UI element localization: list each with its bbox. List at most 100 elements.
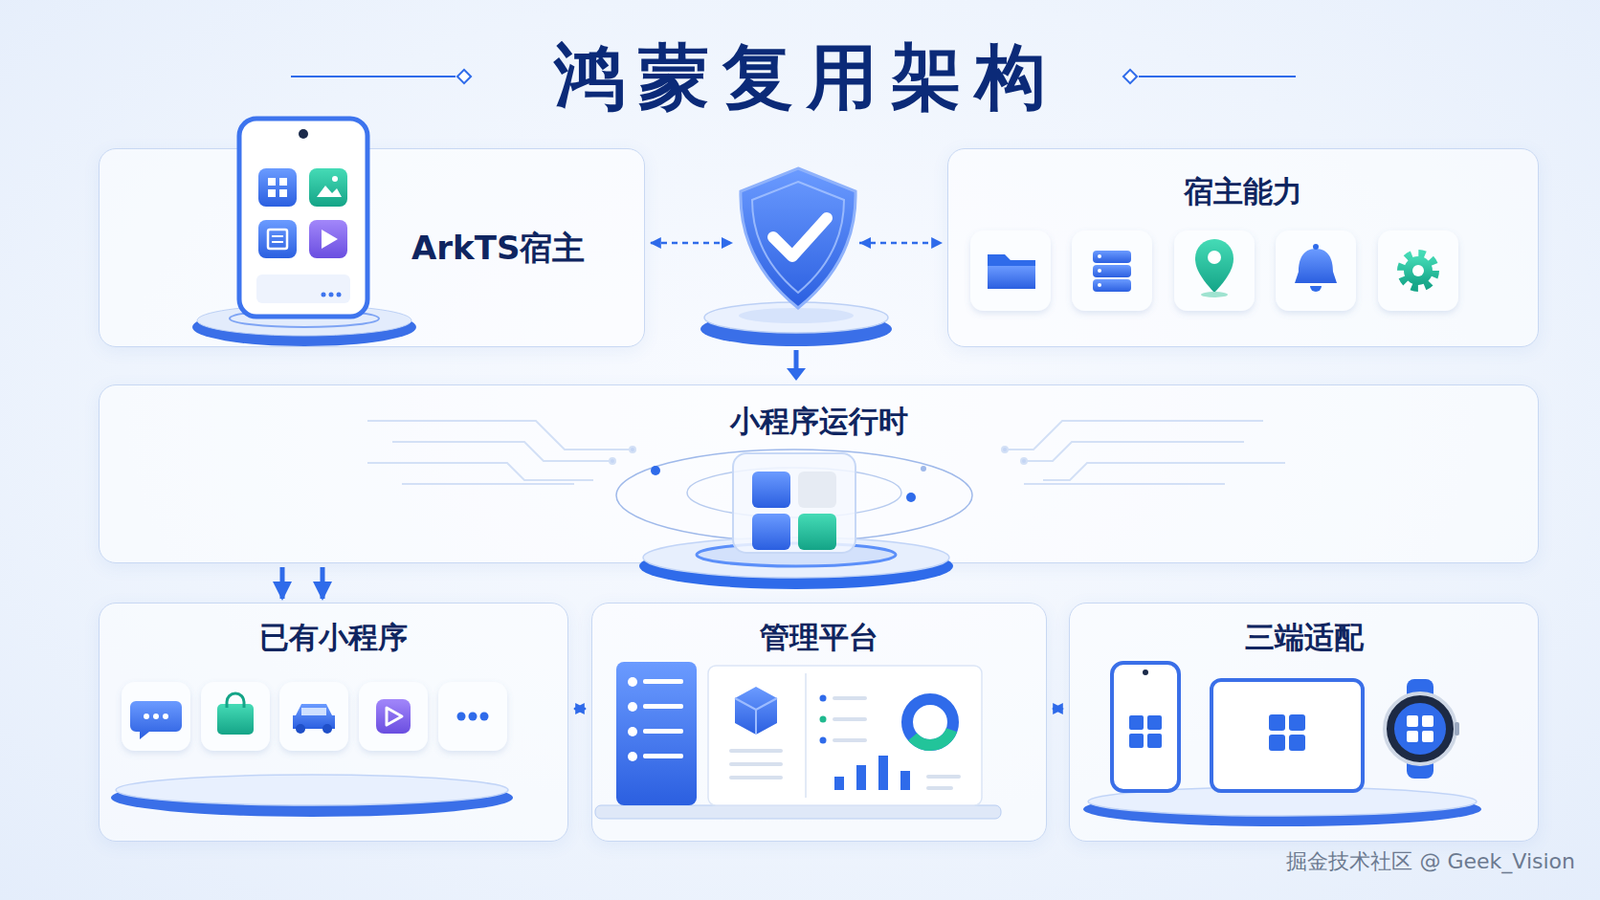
host-phone xyxy=(258,220,297,259)
capability-icons xyxy=(1275,230,1356,312)
node-label: 已有小程序 xyxy=(99,620,568,656)
circuit-lines xyxy=(609,458,616,465)
mini-program-icons xyxy=(438,682,508,752)
capability-icons xyxy=(970,230,1459,312)
device-illustration xyxy=(1406,731,1419,743)
device-illustration xyxy=(1129,733,1144,749)
mini-program-icons xyxy=(301,708,327,716)
dashboard-illustration xyxy=(627,727,638,737)
security-shield xyxy=(721,237,734,249)
title-ornament xyxy=(457,69,471,84)
device-illustration xyxy=(1384,693,1456,765)
dashboard-illustration xyxy=(729,762,783,767)
dashboard-illustration xyxy=(616,662,697,806)
host-phone xyxy=(239,118,368,317)
mini-program-icons xyxy=(480,712,489,722)
circuit-lines xyxy=(1023,483,1225,486)
device-illustration xyxy=(1268,734,1286,752)
capability-icons xyxy=(1097,268,1102,273)
host-phone xyxy=(336,292,342,298)
device-illustration xyxy=(1406,715,1419,728)
dashboard-illustration xyxy=(856,765,867,791)
dashboard-illustration xyxy=(834,777,845,791)
dashboard-illustration xyxy=(595,805,1001,820)
mini-program-icons xyxy=(468,712,478,722)
device-illustration xyxy=(1422,731,1434,743)
device-illustration xyxy=(1142,669,1149,676)
dashboard-illustration xyxy=(734,687,778,735)
capability-icons xyxy=(1092,265,1132,278)
dashboard-illustration xyxy=(832,738,867,743)
capability-icons xyxy=(1412,265,1424,277)
security-shield xyxy=(740,168,856,309)
node-label: 三端适配 xyxy=(1069,620,1538,656)
runtime-core xyxy=(752,471,791,509)
circuit-lines xyxy=(392,442,613,462)
runtime-core xyxy=(798,471,837,509)
dashboard-illustration xyxy=(595,662,1001,820)
runtime-core xyxy=(798,513,837,551)
connector-arrow xyxy=(280,567,286,600)
device-illustration xyxy=(1422,715,1434,728)
mini-program-icons xyxy=(295,724,306,734)
capability-icons xyxy=(1403,256,1433,286)
host-phone xyxy=(271,235,284,238)
security-shield xyxy=(700,168,892,381)
host-phone xyxy=(271,241,284,244)
mini-program-icons xyxy=(279,682,349,752)
dashboard-illustration xyxy=(734,698,778,735)
dashboard-illustration xyxy=(643,729,684,734)
circuit-lines xyxy=(1023,442,1245,462)
dashboard-illustration xyxy=(820,695,827,703)
dashboard-illustration xyxy=(708,666,982,806)
dashboard-illustration xyxy=(832,696,867,701)
mini-program-icons xyxy=(121,682,191,752)
capability-icons xyxy=(1310,286,1322,292)
device-illustration xyxy=(1288,714,1306,732)
connector-arrow xyxy=(320,567,326,600)
capability-icons xyxy=(970,230,1051,312)
mini-program-icons xyxy=(143,713,150,720)
mini-program-icons xyxy=(130,701,182,740)
title-ornament xyxy=(1138,75,1296,78)
capability-icons xyxy=(1092,279,1132,292)
node-label: ArkTS宿主 xyxy=(411,228,585,268)
security-shield xyxy=(773,218,827,257)
host-phone xyxy=(298,129,309,139)
dashboard-illustration xyxy=(926,775,961,779)
capability-icons xyxy=(1207,250,1222,265)
capability-icons xyxy=(987,254,1036,289)
capability-icons xyxy=(1400,253,1436,289)
dashboard-illustration xyxy=(820,716,827,724)
dashboard-illustration xyxy=(878,755,889,791)
mini-program-icons xyxy=(162,713,169,720)
capability-icons xyxy=(1097,283,1102,288)
mini-program-icons xyxy=(153,713,159,720)
runtime-core xyxy=(752,513,791,551)
runtime-core xyxy=(616,449,973,590)
circuit-lines xyxy=(1001,446,1008,453)
host-phone xyxy=(279,189,288,198)
host-phone xyxy=(329,292,334,298)
connector-arrow xyxy=(574,708,586,712)
dashboard-illustration xyxy=(627,702,638,712)
capability-icons xyxy=(1200,291,1228,298)
mini-program-icons xyxy=(322,724,333,734)
host-phone xyxy=(309,220,348,259)
dashboard-illustration xyxy=(804,673,807,799)
title-ornament xyxy=(1123,69,1137,84)
security-shield xyxy=(859,237,871,249)
device-illustration xyxy=(1211,680,1363,792)
host-phone xyxy=(279,177,288,186)
host-phone xyxy=(332,176,338,182)
title-ornament xyxy=(290,75,456,78)
circuit-lines xyxy=(367,463,594,481)
mini-program-icons xyxy=(115,775,509,806)
capability-icons xyxy=(1294,248,1337,284)
dashboard-illustration xyxy=(627,752,638,762)
device-illustration xyxy=(1288,734,1306,752)
mini-program-icons xyxy=(358,682,428,752)
dashboard-illustration xyxy=(643,704,684,710)
dashboard-illustration xyxy=(926,786,954,791)
node-label: 小程序运行时 xyxy=(99,403,1538,440)
